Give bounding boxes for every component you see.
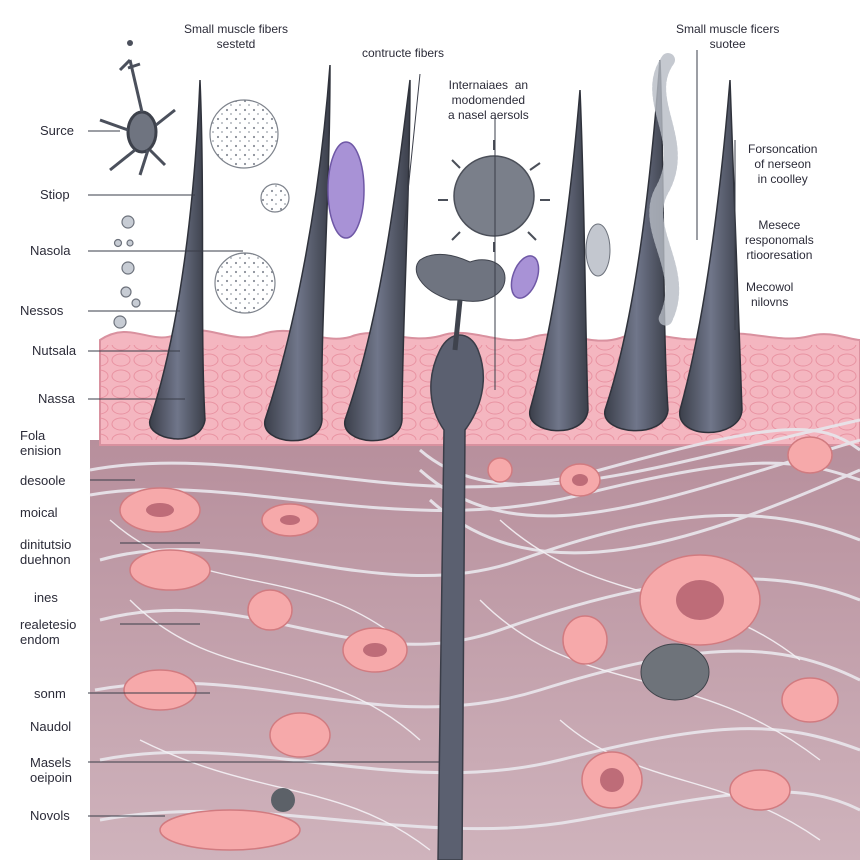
vesicle-droplets: [113, 215, 141, 329]
purple-vesicle-large: [327, 141, 365, 239]
right-label-forsoncation: Forsoncation of nerseon in coolley: [748, 142, 818, 186]
left-label-masels: Masels oeipoin: [30, 755, 72, 785]
left-label-moical: moical: [20, 505, 58, 520]
left-label-nutsala: Nutsala: [32, 343, 77, 358]
follicle-6: [679, 79, 743, 434]
leader-lines-left: [88, 130, 440, 817]
neuron-dot: [127, 40, 133, 46]
left-label-ines: ines: [34, 590, 58, 605]
top-label-contructe-fibers: contructe fibers: [362, 46, 445, 60]
leader-lines-top-right: [403, 50, 736, 390]
left-label-nasola: Nasola: [30, 243, 71, 258]
aerosol-plume: [649, 53, 680, 327]
left-label-nessos: Nessos: [20, 303, 64, 318]
left-label-naudol: Naudol: [30, 719, 72, 734]
left-label-stiop: Stiop: [40, 187, 70, 202]
follicles: [149, 59, 743, 442]
follicle-2: [264, 64, 331, 442]
dark-cell-small: [271, 788, 295, 812]
follicle-1: [149, 79, 206, 440]
left-label-dinitutsio: dinitutsio duehnon: [20, 537, 72, 567]
purple-vesicle-small: [510, 255, 540, 299]
right-label-mesece: Mesece responomals rtiooresation: [745, 218, 814, 262]
neuron-cell: [99, 58, 176, 176]
left-label-realetesio: realetesio endom: [20, 617, 77, 647]
grey-capsule: [585, 223, 611, 277]
follicle-3: [344, 79, 411, 442]
particle-spheres: [209, 99, 535, 314]
left-label-sonm: sonm: [34, 686, 66, 701]
top-label-small-muscle-fibers-2: Small muscle ficers suotee: [676, 22, 780, 51]
dark-cell-cluster: [640, 643, 710, 701]
fiber-bundles-thin: [109, 519, 821, 851]
left-label-novols: Novols: [30, 808, 70, 823]
follicle-4: [529, 89, 589, 432]
central-nerve-trunk: [415, 253, 506, 860]
right-label-mecowol: Mecowol nilovns: [746, 280, 794, 309]
left-label-fola-enision: Fola enision: [20, 428, 62, 458]
left-label-nassa: Nassa: [38, 391, 75, 406]
cell-nuclei: [146, 474, 724, 792]
top-label-interneases: Internaiaes an modomended a nasel aersol…: [448, 78, 529, 122]
top-label-small-muscle-fibers-1: Small muscle fibers sestetd: [184, 22, 289, 51]
left-label-desoole: desoole: [20, 473, 66, 488]
virus-spikes: [438, 140, 550, 252]
left-label-surce: Surce: [40, 123, 74, 138]
